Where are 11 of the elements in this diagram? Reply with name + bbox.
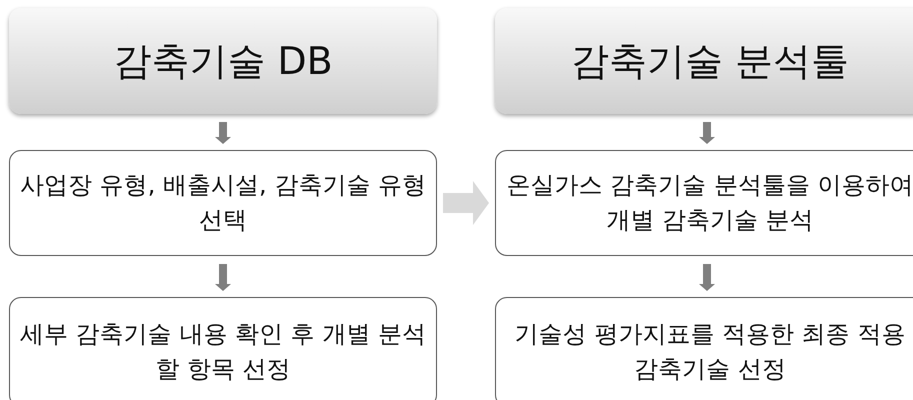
process-box: 세부 감축기술 내용 확인 후 개별 분석할 항목 선정: [9, 297, 437, 400]
arrow: [699, 122, 715, 144]
process-box: 온실가스 감축기술 분석툴을 이용하여 개별 감축기술 분석: [495, 150, 913, 256]
header-box: 감축기술 분석툴: [495, 8, 913, 114]
process-box: 사업장 유형, 배출시설, 감축기술 유형 선택: [9, 150, 437, 256]
arrow: [699, 264, 715, 291]
block-arrow: [443, 181, 489, 225]
arrow: [215, 122, 231, 144]
process-box: 기술성 평가지표를 적용한 최종 적용 감축기술 선정: [495, 297, 913, 400]
arrow: [215, 264, 231, 291]
header-box: 감축기술 DB: [9, 8, 437, 114]
